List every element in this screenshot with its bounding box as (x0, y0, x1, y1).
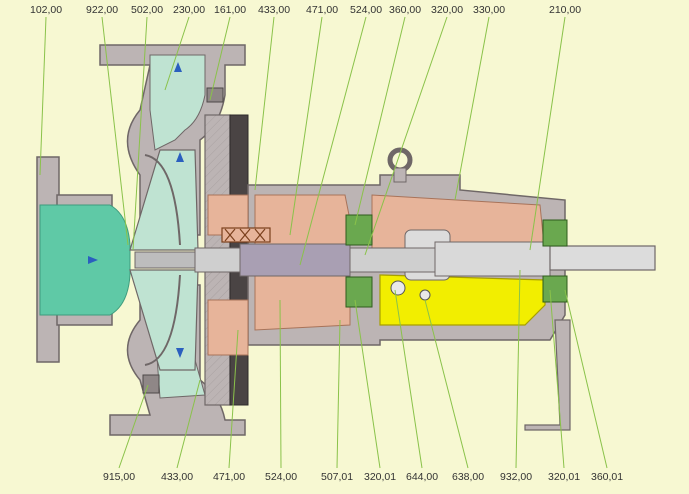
part-label: 502,00 (131, 4, 163, 16)
leader-lines (39, 16, 608, 469)
leader-line (176, 379, 201, 469)
leader-line (454, 16, 490, 201)
leader-line (101, 16, 129, 246)
leader-line (279, 299, 282, 469)
shaft-seal-packing (221, 227, 271, 243)
part-label: 922,00 (86, 4, 118, 16)
shaft (134, 241, 656, 277)
lifting-eye-icon (387, 147, 413, 183)
part-label: 915,00 (103, 471, 135, 483)
leader-line (289, 16, 323, 236)
leader-line (394, 289, 423, 469)
leader-line (299, 16, 367, 266)
leader-line (209, 16, 231, 101)
bolt-icon (142, 87, 431, 394)
part-label: 360,01 (591, 471, 623, 483)
part-label: 320,01 (364, 471, 396, 483)
part-label: 471,00 (306, 4, 338, 16)
leader-line (515, 269, 521, 469)
suction-inlet-water (39, 204, 131, 316)
leader-line (549, 289, 565, 469)
impeller (129, 149, 199, 371)
part-label: 230,00 (173, 4, 205, 16)
part-label: 330,00 (473, 4, 505, 16)
flow-arrow-icon (88, 62, 184, 358)
leader-line (118, 384, 149, 469)
leader-line (424, 299, 469, 469)
oil-sump (379, 274, 546, 326)
part-label: 507,01 (321, 471, 353, 483)
part-label: 320,00 (431, 4, 463, 16)
part-label: 638,00 (452, 471, 484, 483)
leader-line (39, 16, 47, 176)
leader-line (254, 16, 275, 191)
part-label: 433,00 (258, 4, 290, 16)
leader-line (529, 16, 566, 251)
leader-line (228, 329, 239, 469)
part-label: 102,00 (30, 4, 62, 16)
part-label: 161,00 (214, 4, 246, 16)
part-number-labels: 102,00 922,00 502,00 230,00 161,00 433,00 471,… (30, 4, 623, 483)
leader-line (354, 299, 381, 469)
leader-line (354, 16, 406, 226)
leader-line (336, 319, 341, 469)
part-label: 644,00 (406, 471, 438, 483)
part-label: 360,00 (389, 4, 421, 16)
part-label: 433,00 (161, 471, 193, 483)
leader-line (132, 16, 148, 251)
part-label: 524,00 (265, 471, 297, 483)
part-label: 320,01 (548, 471, 580, 483)
leader-line (564, 289, 608, 469)
leader-line (164, 16, 190, 91)
part-label: 932,00 (500, 471, 532, 483)
part-label: 524,00 (350, 4, 382, 16)
part-label: 471,00 (213, 471, 245, 483)
part-label: 210,00 (549, 4, 581, 16)
leader-line (364, 16, 448, 256)
bearing-front (345, 214, 373, 308)
bearing-rear (542, 219, 568, 303)
support-foot (524, 319, 571, 431)
